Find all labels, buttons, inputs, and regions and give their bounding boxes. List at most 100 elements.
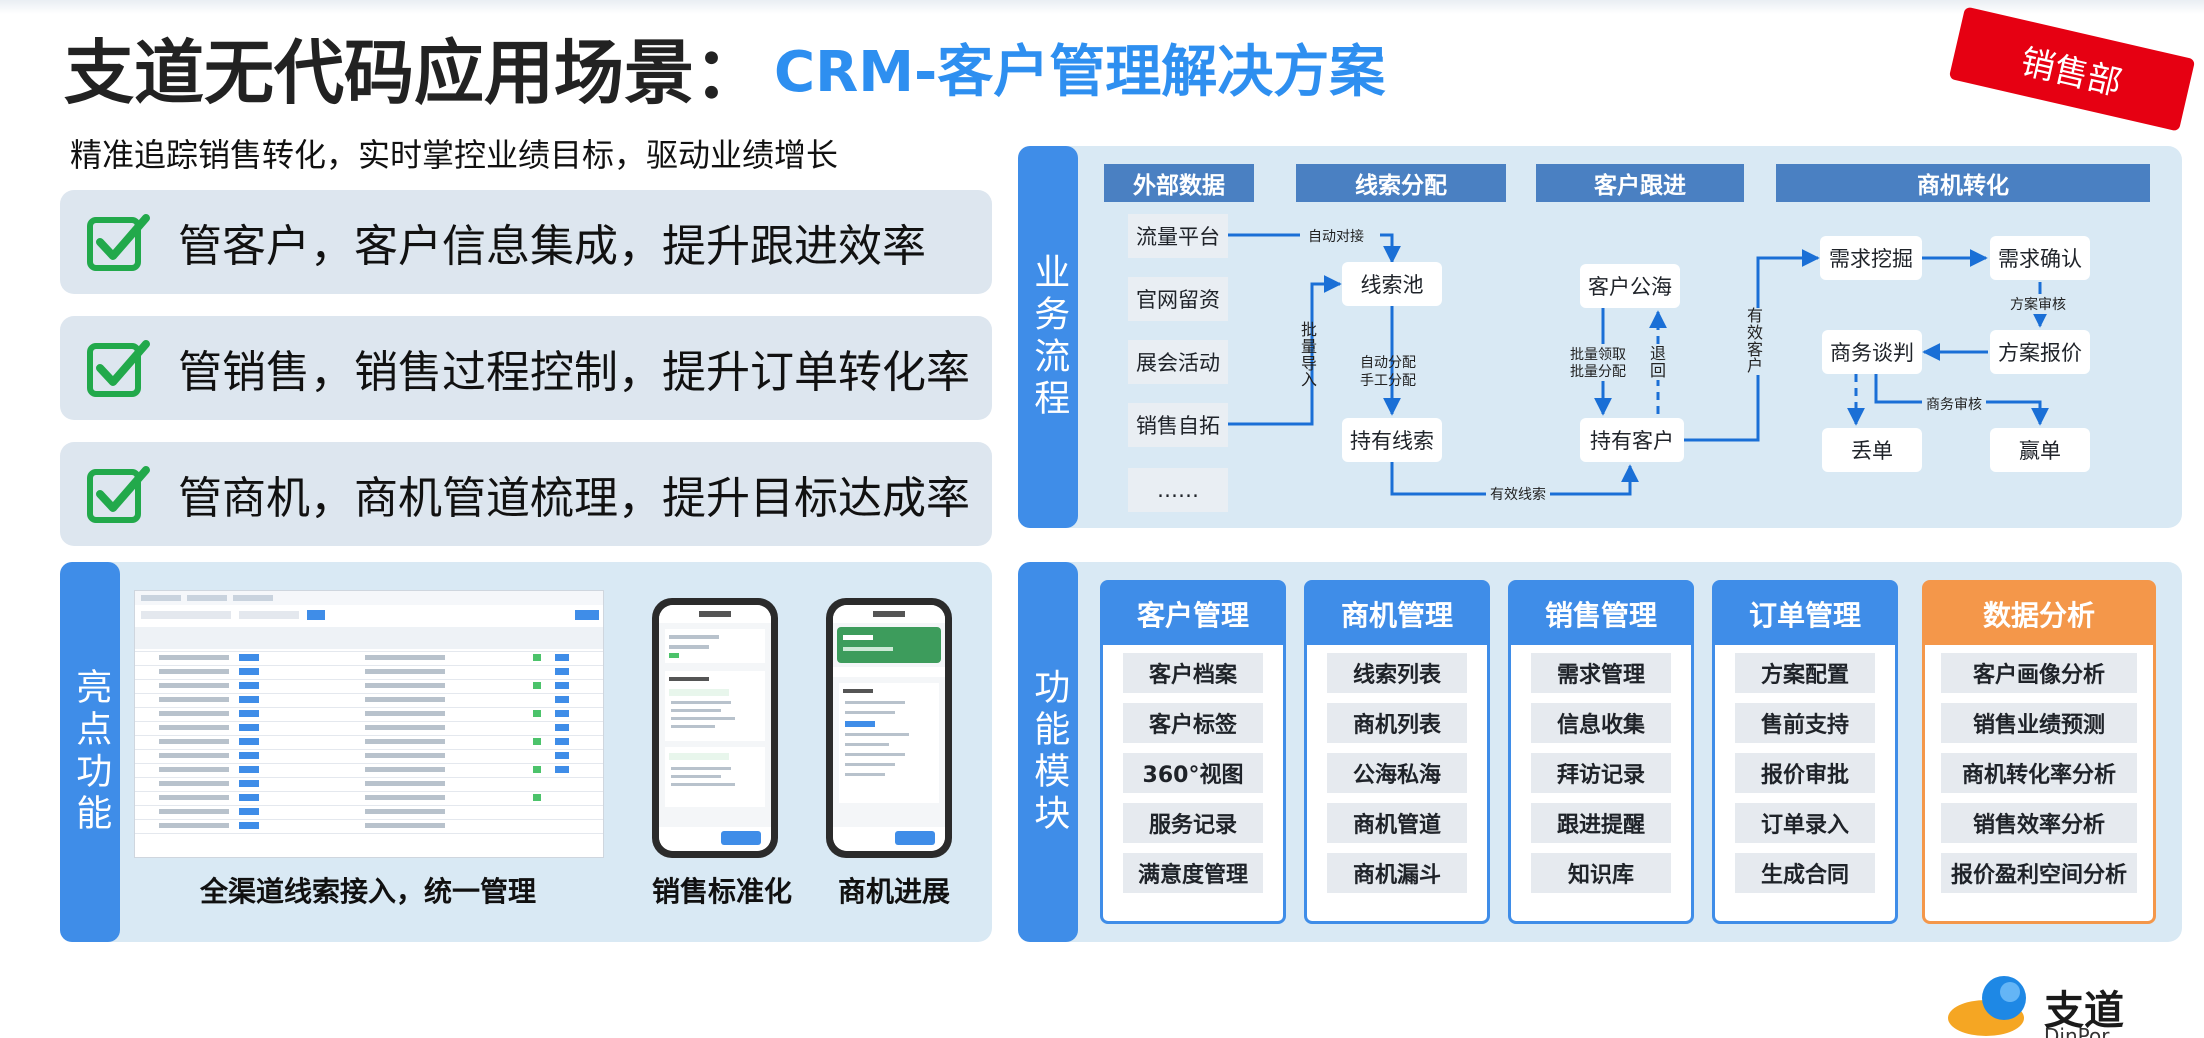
process-header-external: 外部数据 xyxy=(1104,164,1254,202)
page-subtitle: 精准追踪销售转化，实时掌控业绩目标，驱动业绩增长 xyxy=(70,136,839,174)
module-item: 商机转化率分析 xyxy=(1941,753,2137,793)
module-title: 数据分析 xyxy=(1925,583,2153,645)
module-item: 订单录入 xyxy=(1735,803,1875,843)
feature-text: 管商机，商机管道梳理，提升目标达成率 xyxy=(178,473,970,524)
label-auto-assign: 自动分配 xyxy=(1360,355,1416,371)
process-header-lead-assign: 线索分配 xyxy=(1296,164,1506,202)
label-business-review: 商务审核 xyxy=(1922,394,1986,414)
node-quotation: 方案报价 xyxy=(1990,330,2090,374)
title-main: 支道无代码应用场景： xyxy=(64,31,764,114)
module-item: 商机管道 xyxy=(1327,803,1467,843)
node-need-discovery: 需求挖掘 xyxy=(1820,236,1922,280)
module-item: 方案配置 xyxy=(1735,653,1875,693)
node-lost: 丢单 xyxy=(1822,428,1922,472)
module-sales: 销售管理 需求管理 信息收集 拜访记录 跟进提醒 知识库 xyxy=(1508,580,1694,924)
modules-label: 功能模块 xyxy=(1018,562,1078,942)
phone-mockup-opportunity xyxy=(826,598,952,858)
label-batch-assign: 批量分配 xyxy=(1570,361,1626,381)
feature-text: 管客户，客户信息集成，提升跟进效率 xyxy=(178,221,926,272)
caption-opportunity-progress: 商机进展 xyxy=(838,875,951,908)
title-accent: CRM-客户管理解决方案 xyxy=(774,39,1386,105)
module-title: 销售管理 xyxy=(1511,583,1691,645)
phone-screen-graphic xyxy=(659,605,771,851)
module-order: 订单管理 方案配置 售前支持 报价审批 订单录入 生成合同 xyxy=(1712,580,1898,924)
module-item: 客户档案 xyxy=(1123,653,1263,693)
highlights-label: 亮点功能 xyxy=(60,562,120,942)
node-public-pool: 客户公海 xyxy=(1580,264,1680,308)
phone-screen xyxy=(833,605,945,851)
highlights-label-text: 亮点功能 xyxy=(70,668,112,836)
module-item: 信息收集 xyxy=(1531,703,1671,743)
node-need-confirm: 需求确认 xyxy=(1990,236,2090,280)
module-item: 销售效率分析 xyxy=(1941,803,2137,843)
feature-row-sales: 管销售，销售过程控制，提升订单转化率 xyxy=(60,316,992,420)
source-more: …… xyxy=(1128,468,1228,512)
module-item: 线索列表 xyxy=(1327,653,1467,693)
source-website: 官网留资 xyxy=(1128,277,1228,321)
module-item: 360°视图 xyxy=(1123,753,1263,793)
module-item: 商机漏斗 xyxy=(1327,853,1467,893)
top-band xyxy=(0,0,2204,14)
source-self-developed: 销售自拓 xyxy=(1128,403,1228,447)
module-customer: 客户管理 客户档案 客户标签 360°视图 服务记录 满意度管理 xyxy=(1100,580,1286,924)
module-item: 生成合同 xyxy=(1735,853,1875,893)
module-item: 商机列表 xyxy=(1327,703,1467,743)
module-title: 客户管理 xyxy=(1103,583,1283,645)
module-item: 公海私海 xyxy=(1327,753,1467,793)
web-table-screenshot xyxy=(134,590,604,858)
module-opportunity: 商机管理 线索列表 商机列表 公海私海 商机管道 商机漏斗 xyxy=(1304,580,1490,924)
module-item: 报价盈利空间分析 xyxy=(1941,853,2137,893)
module-analytics: 数据分析 客户画像分析 销售业绩预测 商机转化率分析 销售效率分析 报价盈利空间… xyxy=(1922,580,2156,924)
label-auto-connect: 自动对接 xyxy=(1308,229,1364,245)
process-label: 业务流程 xyxy=(1018,146,1078,528)
node-negotiation: 商务谈判 xyxy=(1822,330,1922,374)
phone-screen xyxy=(659,605,771,851)
logo-subtext: DinPor xyxy=(2044,1024,2110,1038)
process-header-conversion: 商机转化 xyxy=(1776,164,2150,202)
table-screenshot-graphic xyxy=(135,591,603,834)
feature-row-customer: 管客户，客户信息集成，提升跟进效率 xyxy=(60,190,992,294)
module-item: 拜访记录 xyxy=(1531,753,1671,793)
label-valid-leads: 有效线索 xyxy=(1486,484,1550,504)
label-manual-assign: 手工分配 xyxy=(1360,373,1416,389)
module-item: 客户标签 xyxy=(1123,703,1263,743)
checkbox-checked-icon xyxy=(87,214,150,271)
caption-omnichannel: 全渠道线索接入，统一管理 xyxy=(200,875,537,908)
label-batch-import: 批量导入 xyxy=(1300,320,1317,390)
process-panel xyxy=(1018,146,2182,528)
phone-mockup-standardization xyxy=(652,598,778,858)
module-item: 知识库 xyxy=(1531,853,1671,893)
node-won: 赢单 xyxy=(1990,428,2090,472)
module-title: 商机管理 xyxy=(1307,583,1487,645)
process-header-follow-up: 客户跟进 xyxy=(1536,164,1744,202)
page-title: 支道无代码应用场景： CRM-客户管理解决方案 xyxy=(64,22,1386,114)
module-item: 销售业绩预测 xyxy=(1941,703,2137,743)
module-item: 跟进提醒 xyxy=(1531,803,1671,843)
source-exhibition: 展会活动 xyxy=(1128,340,1228,384)
feature-text: 管销售，销售过程控制，提升订单转化率 xyxy=(178,347,970,398)
node-lead-pool: 线索池 xyxy=(1342,262,1442,306)
module-item: 满意度管理 xyxy=(1123,853,1263,893)
module-item: 服务记录 xyxy=(1123,803,1263,843)
feature-row-opportunity: 管商机，商机管道梳理，提升目标达成率 xyxy=(60,442,992,546)
logo-mark-icon xyxy=(1948,976,2026,1036)
process-label-text: 业务流程 xyxy=(1028,253,1070,421)
source-traffic-platform: 流量平台 xyxy=(1128,214,1228,258)
module-item: 报价审批 xyxy=(1735,753,1875,793)
label-return: 退回 xyxy=(1649,344,1667,380)
logo-name: 支道 xyxy=(2044,988,2124,1034)
node-own-customers: 持有客户 xyxy=(1580,418,1684,462)
brand-logo: 支道 DinPor xyxy=(1946,968,2204,1038)
module-item: 需求管理 xyxy=(1531,653,1671,693)
module-item: 售前支持 xyxy=(1735,703,1875,743)
node-own-leads: 持有线索 xyxy=(1342,418,1442,462)
label-batch-claim: 批量领取 xyxy=(1570,344,1626,364)
checkbox-checked-icon xyxy=(87,340,150,397)
label-valid-customer: 有效客户 xyxy=(1746,306,1764,376)
modules-label-text: 功能模块 xyxy=(1028,668,1070,836)
caption-standardization: 销售标准化 xyxy=(652,875,793,908)
module-title: 订单管理 xyxy=(1715,583,1895,645)
phone-screen-graphic xyxy=(833,605,945,851)
module-item: 客户画像分析 xyxy=(1941,653,2137,693)
checkbox-checked-icon xyxy=(87,466,150,523)
